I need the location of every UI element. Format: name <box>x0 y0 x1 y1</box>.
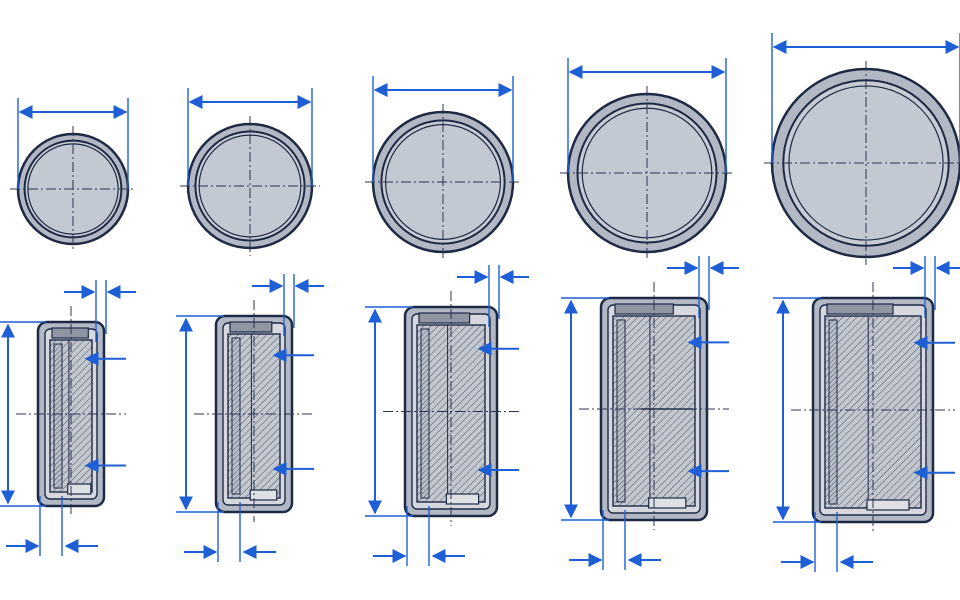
top-cap <box>229 321 273 333</box>
separator-layer <box>420 328 430 499</box>
top-cap <box>614 303 674 315</box>
bottom-terminal <box>445 493 480 505</box>
cell-section-view-3 <box>365 265 529 566</box>
bottom-terminal <box>67 483 92 495</box>
section-view-row <box>0 256 960 572</box>
separator-layer <box>616 319 626 503</box>
bottom-terminal <box>249 489 278 501</box>
bottom-terminal <box>648 497 687 509</box>
separator-layer <box>53 343 63 489</box>
top-cap <box>418 312 471 324</box>
cell-top-view-5 <box>764 33 960 265</box>
cell-top-view-3 <box>365 76 521 260</box>
cell-section-view-5 <box>773 256 960 572</box>
cell-top-view-4 <box>560 58 734 260</box>
separator-layer <box>231 337 241 495</box>
top-cap <box>826 303 894 315</box>
cell-section-view-2 <box>176 274 324 562</box>
top-view-row <box>10 33 960 265</box>
top-face <box>788 85 944 241</box>
bottom-terminal <box>866 499 910 511</box>
separator-layer <box>828 319 838 505</box>
top-face <box>198 134 302 238</box>
cell-section-view-4 <box>561 256 739 570</box>
cell-top-view-2 <box>180 88 320 256</box>
cell-section-view-1 <box>0 280 136 556</box>
cell-top-view-1 <box>10 98 136 252</box>
top-cap <box>51 327 89 339</box>
